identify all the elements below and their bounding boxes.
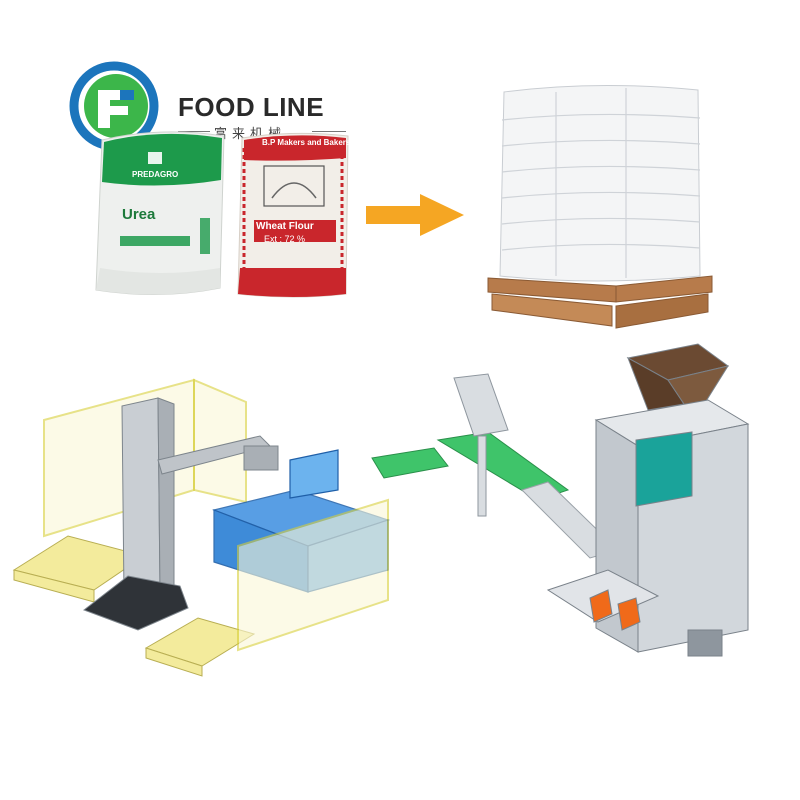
urea-brand-label: PREDAGRO xyxy=(132,170,179,179)
right-arrow-icon xyxy=(366,194,464,236)
wheat-flour-bag xyxy=(237,132,349,298)
belt-conveyor xyxy=(371,431,619,559)
safety-fence-right xyxy=(237,498,389,652)
flour-header: B.P Makers and Bakers xyxy=(262,138,351,147)
pallet-stack-image xyxy=(487,84,713,329)
flour-title: Wheat Flour xyxy=(256,221,314,232)
palletizing-robot xyxy=(82,397,279,631)
urea-bag xyxy=(95,131,225,296)
incline-conveyor xyxy=(453,373,509,517)
bag-filling-machine xyxy=(546,343,750,657)
urea-title: Urea xyxy=(122,206,156,223)
flour-extraction: Ext : 72 % xyxy=(264,234,306,244)
brand-rule-right xyxy=(312,131,346,132)
brand-rule-left xyxy=(178,131,210,132)
brand-name: FOOD LINE xyxy=(178,92,325,122)
packing-line-scene xyxy=(12,343,750,677)
